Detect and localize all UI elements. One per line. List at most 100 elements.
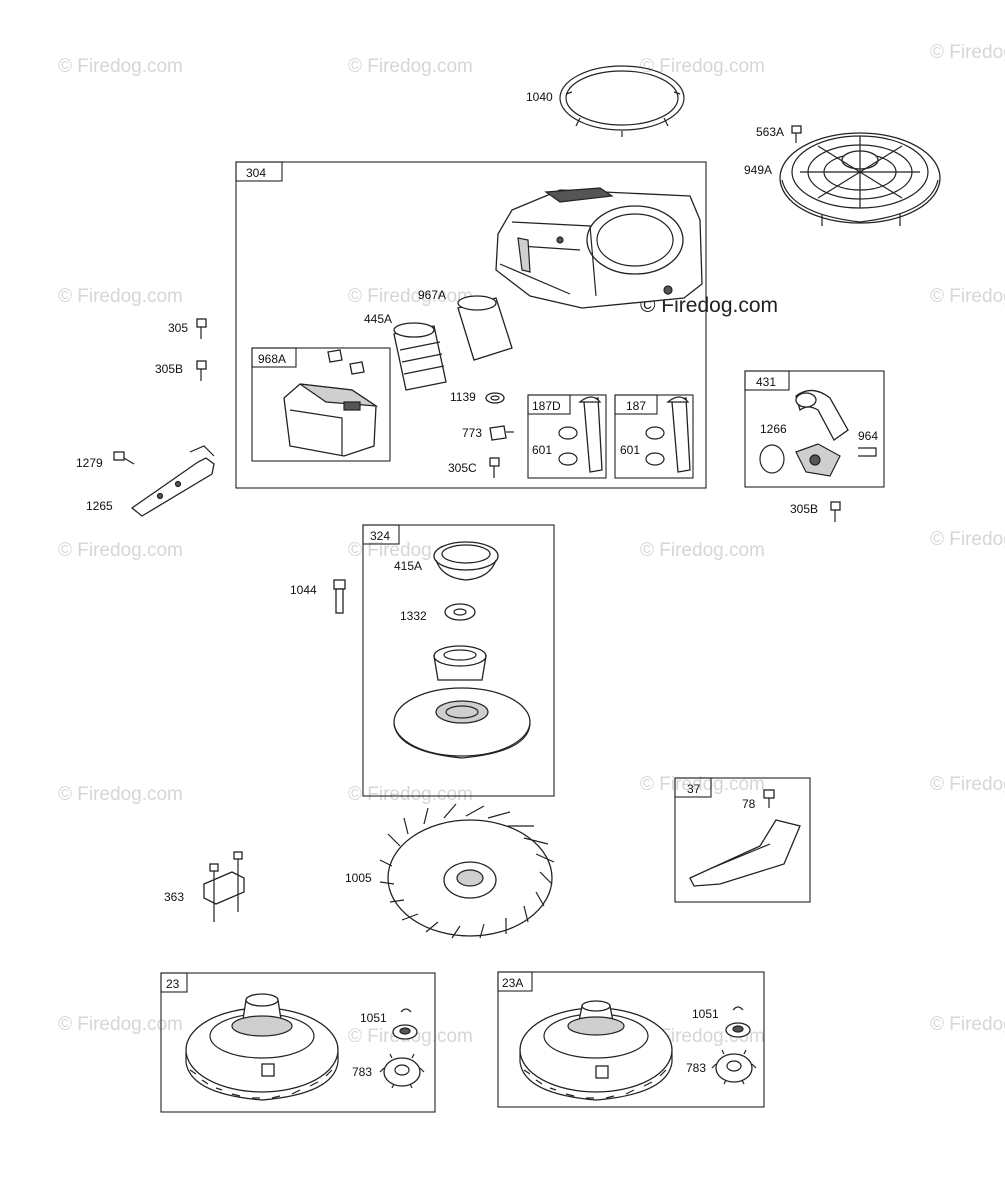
part-415A-ring[interactable] xyxy=(433,541,499,581)
part-305-screw[interactable] xyxy=(196,318,207,339)
part-1040-gasket[interactable] xyxy=(559,65,685,137)
part-1279-bolt[interactable] xyxy=(113,451,135,465)
watermark: © Firedog.com xyxy=(640,774,765,795)
box-label-304: 304 xyxy=(246,166,266,180)
part-601-clamp[interactable] xyxy=(558,426,578,466)
label-415A: 415A xyxy=(394,559,422,573)
watermark: © Firedog.com xyxy=(930,42,1005,63)
box-37: 37 xyxy=(674,777,811,903)
part-187D-tube[interactable] xyxy=(578,396,603,473)
box-label-431: 431 xyxy=(756,375,776,389)
part-187-tube[interactable] xyxy=(666,396,691,473)
watermark-dark: © Firedog.com xyxy=(640,294,778,317)
watermark: © Firedog.com xyxy=(930,286,1005,307)
box-label-324: 324 xyxy=(370,529,390,543)
part-1139-washer[interactable] xyxy=(485,392,505,404)
watermark: © Firedog.com xyxy=(58,286,183,307)
part-1266-seal[interactable] xyxy=(759,444,785,474)
label-305B-right: 305B xyxy=(790,502,818,516)
part-964-clip[interactable] xyxy=(858,447,877,457)
part-324-starter-cup[interactable] xyxy=(393,687,531,759)
label-783-b: 783 xyxy=(686,1061,706,1075)
part-1005-fan[interactable] xyxy=(379,803,555,939)
part-blower-housing[interactable] xyxy=(495,187,703,309)
label-1051-b: 1051 xyxy=(692,1007,719,1021)
part-37-baffle[interactable] xyxy=(689,819,801,887)
box-label-187D: 187D xyxy=(532,399,561,413)
part-1051-clip[interactable] xyxy=(732,1006,744,1011)
label-305C: 305C xyxy=(448,461,477,475)
part-968A-air-cleaner-cover[interactable] xyxy=(283,349,379,457)
watermark: © Firedog.com xyxy=(348,784,473,805)
part-305B-screw-right[interactable] xyxy=(830,501,841,522)
part-78-screw[interactable] xyxy=(763,789,775,808)
box-label-23: 23 xyxy=(166,977,180,991)
label-1279: 1279 xyxy=(76,456,103,470)
part-1332-washer[interactable] xyxy=(444,603,476,621)
label-1332: 1332 xyxy=(400,609,427,623)
watermark: © Firedog.com xyxy=(930,529,1005,550)
part-783-gear[interactable] xyxy=(711,1049,757,1085)
part-445A-filter[interactable] xyxy=(393,322,447,391)
watermark: © Firedog.com xyxy=(348,286,473,307)
label-601-a: 601 xyxy=(532,443,552,457)
part-324-cup[interactable] xyxy=(433,645,487,681)
part-967A-sleeve[interactable] xyxy=(457,295,513,361)
part-23A-flywheel[interactable] xyxy=(519,1000,673,1101)
part-1044-bolt[interactable] xyxy=(333,579,346,614)
box-304: 304 xyxy=(235,161,707,489)
box-23A: 23A xyxy=(497,971,765,1108)
part-783-gear[interactable] xyxy=(379,1053,425,1089)
label-563A: 563A xyxy=(756,125,784,139)
label-1005: 1005 xyxy=(345,871,372,885)
box-968A: 968A xyxy=(251,347,391,462)
watermark: © Firedog.com xyxy=(348,56,473,77)
part-773-plug[interactable] xyxy=(489,425,514,441)
label-445A: 445A xyxy=(364,312,392,326)
part-1265-bracket[interactable] xyxy=(130,445,215,517)
watermark: © Firedog.com xyxy=(930,774,1005,795)
label-1044: 1044 xyxy=(290,583,317,597)
part-1051-washer[interactable] xyxy=(392,1024,418,1040)
label-964: 964 xyxy=(858,429,878,443)
part-305B-screw[interactable] xyxy=(196,360,207,381)
watermark: © Firedog.com xyxy=(930,1014,1005,1035)
label-601-b: 601 xyxy=(620,443,640,457)
part-1051-washer[interactable] xyxy=(725,1022,751,1038)
watermark: © Firedog.com xyxy=(58,1014,183,1035)
box-324: 324 xyxy=(362,524,555,797)
part-363-bracket[interactable] xyxy=(203,851,245,922)
box-187: 187 xyxy=(614,394,694,479)
part-1051-clip[interactable] xyxy=(400,1008,412,1013)
watermarks: © Firedog.com © Firedog.com © Firedog.co… xyxy=(58,42,1005,1047)
part-949A-fan-grille[interactable] xyxy=(779,132,941,226)
watermark: © Firedog.com xyxy=(58,784,183,805)
part-563A-screw[interactable] xyxy=(791,125,802,143)
watermark: © Firedog.com xyxy=(640,540,765,561)
watermark: © Firedog.com xyxy=(58,540,183,561)
box-label-23A: 23A xyxy=(502,976,523,990)
label-967A: 967A xyxy=(418,288,446,302)
box-label-37: 37 xyxy=(687,782,701,796)
watermark: © Firedog.com xyxy=(640,56,765,77)
watermark: © Firedog.com xyxy=(58,56,183,77)
part-23-flywheel[interactable] xyxy=(185,993,339,1101)
label-78: 78 xyxy=(742,797,756,811)
box-label-187: 187 xyxy=(626,399,646,413)
label-305: 305 xyxy=(168,321,188,335)
box-23: 23 xyxy=(160,972,436,1113)
label-1040: 1040 xyxy=(526,90,553,104)
label-783-a: 783 xyxy=(352,1065,372,1079)
label-1265: 1265 xyxy=(86,499,113,513)
label-1051-a: 1051 xyxy=(360,1011,387,1025)
box-187D: 187D xyxy=(527,394,607,479)
label-305B-left: 305B xyxy=(155,362,183,376)
part-601-clamp[interactable] xyxy=(645,426,665,466)
label-1139: 1139 xyxy=(450,390,476,404)
part-431-elbow[interactable] xyxy=(795,389,849,477)
label-773: 773 xyxy=(462,426,482,440)
part-305C-screw[interactable] xyxy=(489,457,500,478)
box-431: 431 xyxy=(744,370,885,488)
